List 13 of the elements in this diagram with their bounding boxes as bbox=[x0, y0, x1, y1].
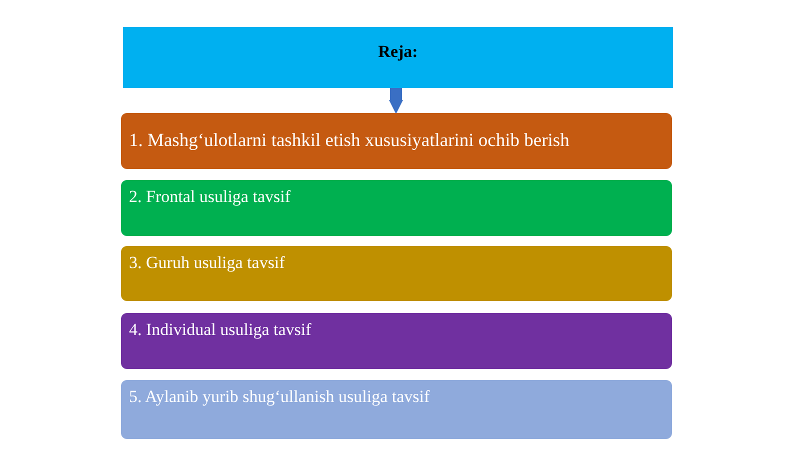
plan-item-box bbox=[121, 180, 672, 236]
down-arrow bbox=[389, 88, 403, 114]
item-text: 1. Mashg‘ulotlarni tashkil etish xususiyatlarini ochib berish bbox=[129, 130, 570, 152]
item-text: 5. Aylanib yurib shug‘ullanish usuliga tavsif bbox=[129, 387, 430, 407]
plan-item-box bbox=[121, 313, 672, 369]
plan-item-box bbox=[121, 246, 672, 301]
header-box bbox=[123, 27, 673, 88]
item-text: Reja: bbox=[378, 42, 418, 62]
item-text: 3. Guruh usuliga tavsif bbox=[129, 253, 285, 273]
item-text: 2. Frontal usuliga tavsif bbox=[129, 187, 290, 207]
item-text: 4. Individual usuliga tavsif bbox=[129, 320, 312, 340]
plan-item-box bbox=[121, 380, 672, 439]
plan-item-box bbox=[121, 113, 672, 169]
